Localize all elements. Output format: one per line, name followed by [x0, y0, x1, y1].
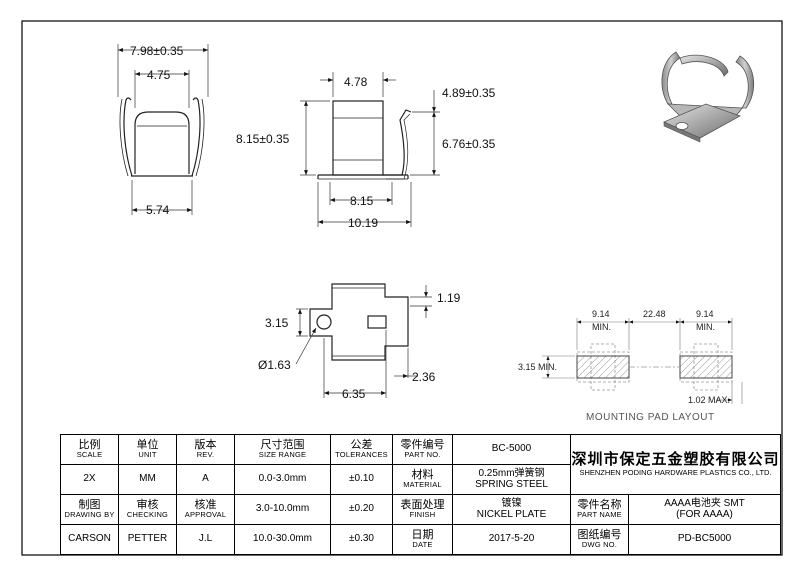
- side-view-dimensions: [300, 72, 440, 227]
- side-view-body: [332, 100, 384, 176]
- dim-pad-right-min: MIN.: [696, 322, 715, 332]
- drawn-by-value: CARSON: [60, 524, 119, 555]
- dim-side-overall-length: 10.19: [348, 216, 378, 230]
- dim-pad-right-width: 9.14: [696, 309, 714, 319]
- pad-layout-caption: MOUNTING PAD LAYOUT: [586, 412, 715, 423]
- scale-value: 2X: [60, 464, 119, 495]
- pad-left: [576, 355, 630, 379]
- date-value: 2017-5-20: [452, 524, 571, 555]
- dim-bottom-hole-diameter: Ø1.63: [258, 358, 291, 372]
- product-render: [661, 51, 755, 143]
- company-name-en: SHENZHEN PODING HARDWARE PLASTICS CO., L…: [579, 468, 772, 478]
- size-range-1: 0.0-3.0mm: [234, 464, 331, 495]
- dim-side-body-height: 6.76±0.35: [442, 137, 496, 151]
- pad-right: [679, 355, 733, 379]
- front-view-right-arm: [191, 97, 201, 177]
- dim-bottom-tab-height: 1.19: [437, 291, 461, 305]
- dim-pad-left-width: 9.14: [592, 309, 610, 319]
- tolerance-1: ±0.10: [330, 464, 393, 495]
- tolerance-2: ±0.20: [330, 494, 393, 525]
- dim-side-total-height: 8.15±0.35: [236, 132, 290, 146]
- dim-front-clip-width: 4.75: [147, 68, 171, 82]
- approved-by-value: J.L: [176, 524, 235, 555]
- bottom-view-dimensions: [295, 285, 432, 398]
- sheet-border: [21, 20, 783, 556]
- side-view-arm: [383, 109, 412, 176]
- part-name-value: AAAA电池夹 SMT(FOR AAAA): [627, 494, 782, 525]
- dim-bottom-slot-offset: 2.36: [412, 370, 436, 384]
- dim-front-base-width: 5.74: [146, 203, 170, 217]
- front-view-body: [134, 111, 190, 174]
- front-view: [119, 97, 205, 177]
- unit-value: MM: [118, 464, 177, 495]
- dim-pad-height: 3.15 MIN.: [518, 362, 557, 372]
- rev-value: A: [176, 464, 235, 495]
- size-range-2: 3.0-10.0mm: [234, 494, 331, 525]
- pad-layout-dimensions: [542, 318, 743, 404]
- dim-pad-left-min: MIN.: [592, 322, 611, 332]
- bottom-view-slot: [367, 315, 387, 329]
- bottom-view: [309, 283, 409, 361]
- product-render-hole: [675, 122, 689, 130]
- dim-front-overall-width: 7.98±0.35: [130, 44, 184, 58]
- dim-side-arm-offset: 4.89±0.35: [442, 86, 496, 100]
- dim-pad-gap: 22.48: [643, 309, 666, 319]
- bottom-view-outline: [309, 283, 409, 361]
- bottom-view-mount-hole: [316, 314, 332, 330]
- dim-pad-clearance: 1.02 MAX.: [688, 395, 730, 405]
- dim-bottom-pad-height: 3.15: [265, 316, 289, 330]
- company-block: 深圳市保定五金塑胶有限公司 SHENZHEN PODING HARDWARE P…: [569, 434, 782, 495]
- dwg-no-value: PD-BC5000: [627, 524, 782, 555]
- checked-by-value: PETTER: [118, 524, 177, 555]
- front-view-left-arm: [123, 97, 133, 177]
- side-view: [317, 100, 412, 180]
- part-no-value: BC-5000: [452, 434, 571, 465]
- dim-bottom-hole-spacing: 6.35: [342, 387, 366, 401]
- front-view-dimensions: [117, 44, 209, 215]
- size-range-3: 10.0-30.0mm: [234, 524, 331, 555]
- dim-side-base-length: 8.15: [350, 194, 374, 208]
- company-name-zh: 深圳市保定五金塑胶有限公司: [571, 450, 780, 468]
- pad-layout: [576, 343, 733, 391]
- tolerance-3: ±0.30: [330, 524, 393, 555]
- dim-side-top-width: 4.78: [344, 75, 368, 89]
